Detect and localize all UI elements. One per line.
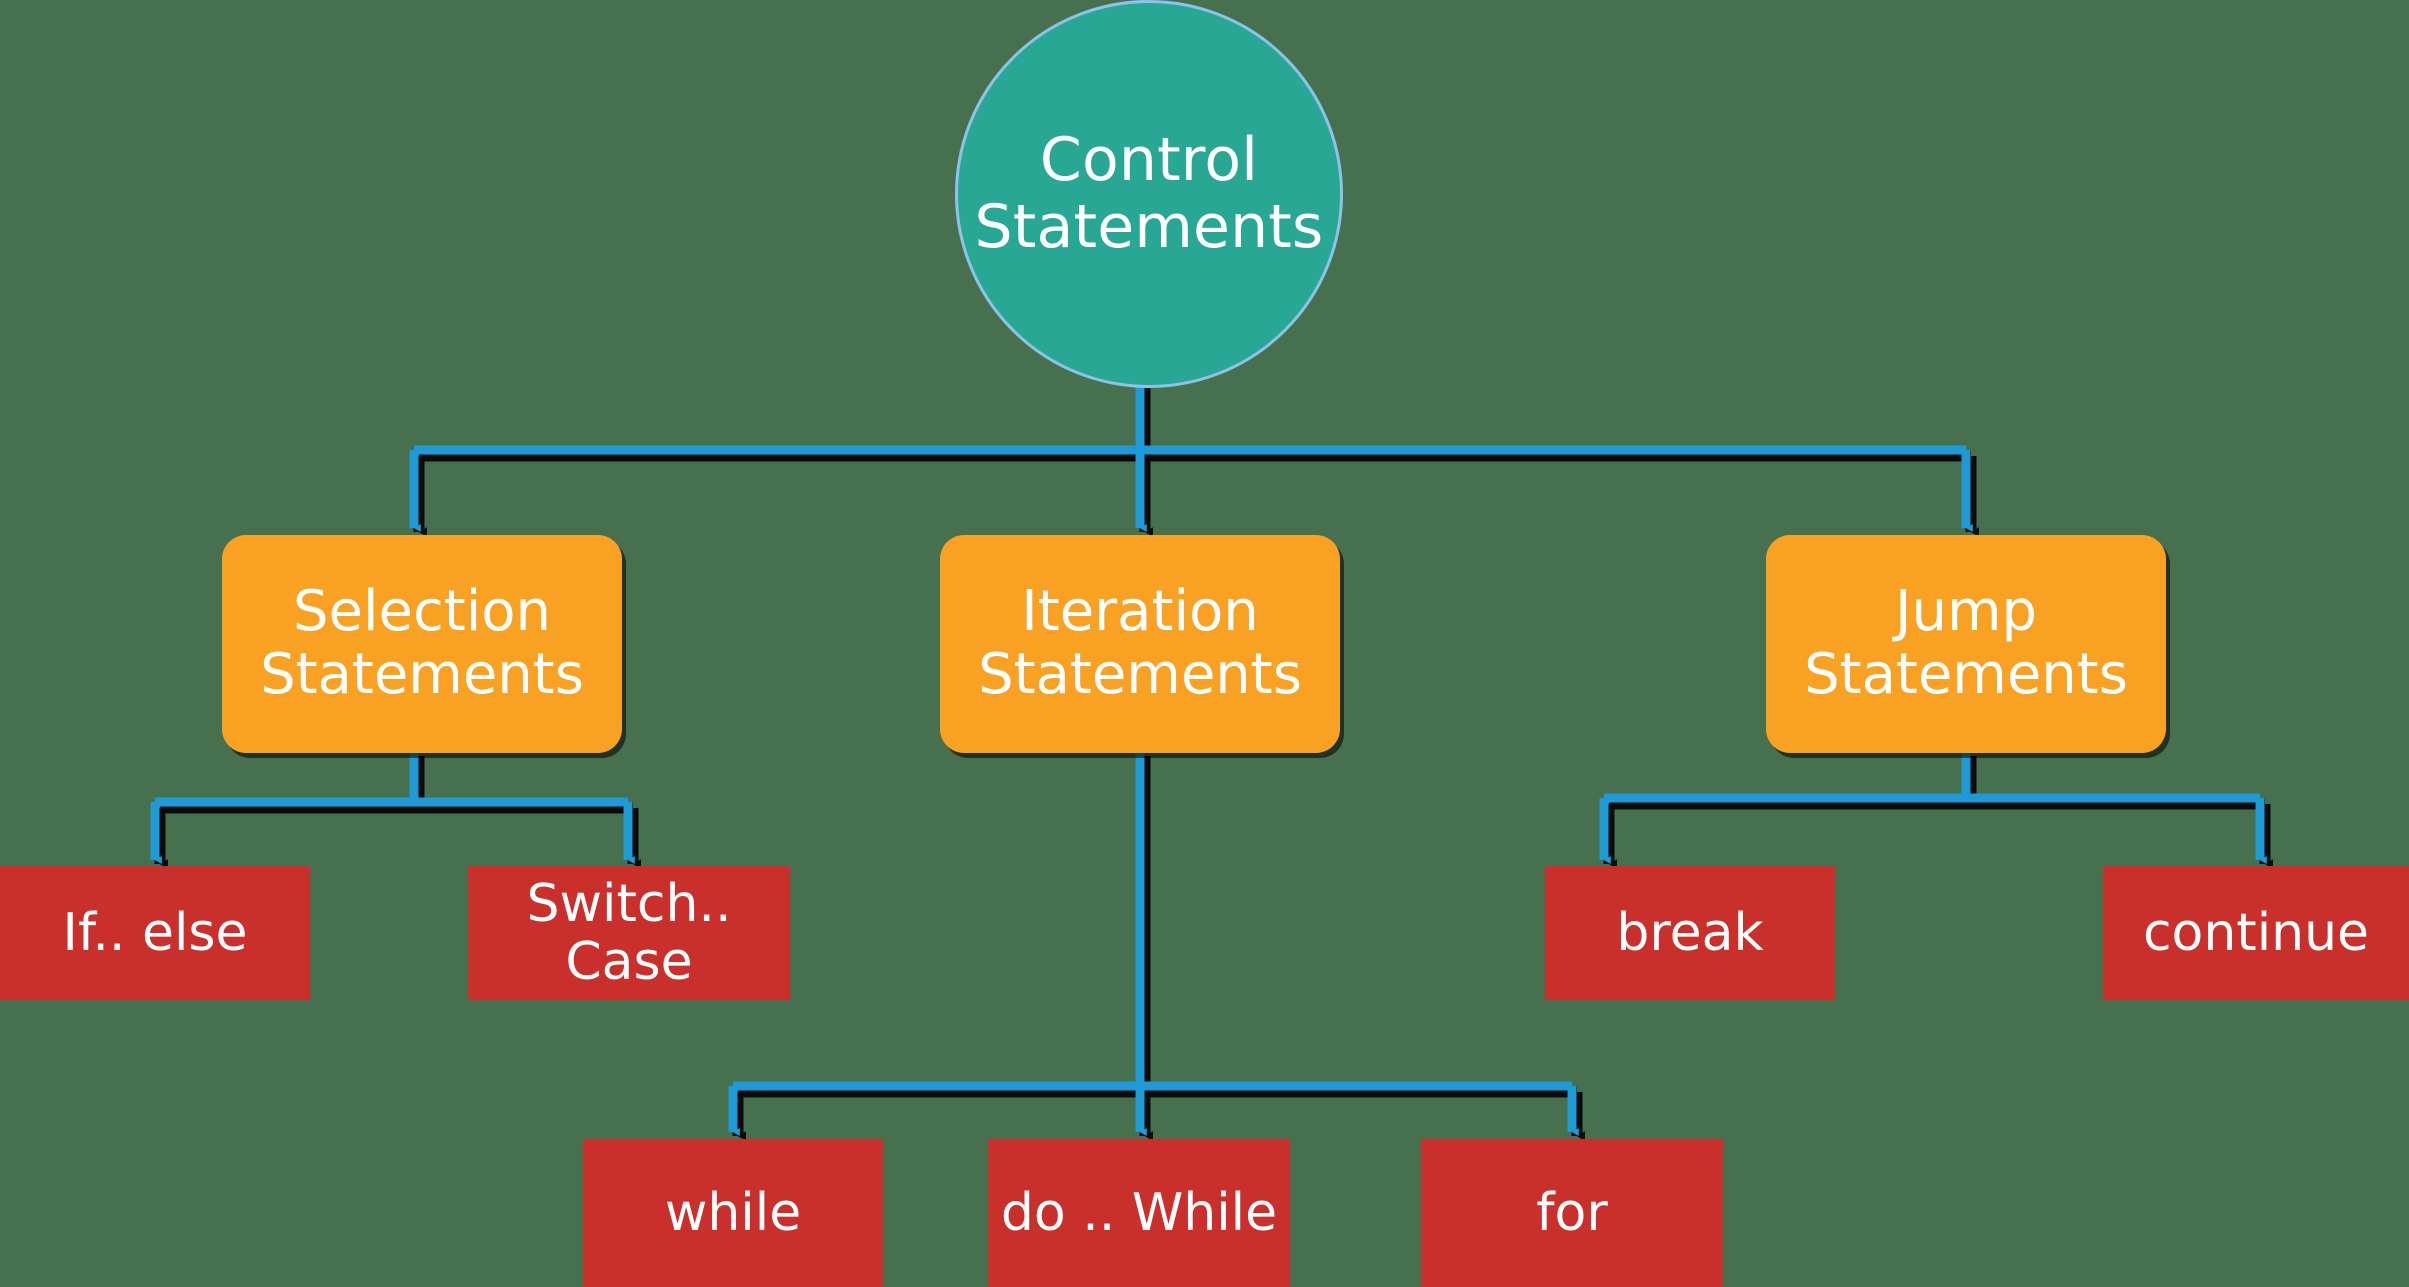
node-control-statements[interactable]: Control Statements [955,0,1343,388]
node-iteration-statements[interactable]: Iteration Statements [940,535,1340,753]
node-break[interactable]: break [1545,866,1835,1000]
node-while[interactable]: while [583,1139,883,1287]
node-selection-statements[interactable]: Selection Statements [222,535,622,753]
node-do-while[interactable]: do .. While [988,1139,1290,1287]
node-for[interactable]: for [1421,1139,1723,1287]
node-switch-case[interactable]: Switch.. Case [468,866,790,1000]
node-continue[interactable]: continue [2103,866,2409,1000]
node-jump-statements[interactable]: Jump Statements [1766,535,2166,753]
connector-shadows [154,378,2273,1141]
node-if-else[interactable]: If.. else [0,866,310,1000]
